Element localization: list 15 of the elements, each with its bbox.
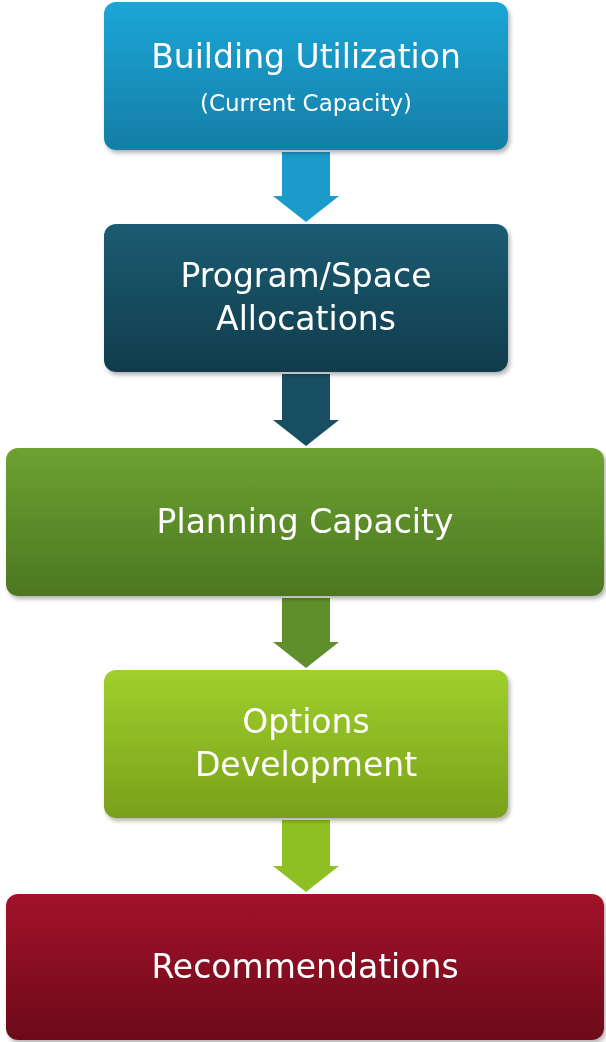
- process-box: [6, 448, 604, 596]
- box-title: Building Utilization: [151, 35, 461, 78]
- process-box: [104, 670, 508, 818]
- box-title: Program/Space Allocations: [179, 255, 433, 340]
- box-subtitle: (Current Capacity): [199, 90, 413, 117]
- process-box: [104, 224, 508, 372]
- arrow: [273, 374, 339, 446]
- arrow: [273, 152, 339, 222]
- process-box: [104, 2, 508, 150]
- box-title: Options Development: [193, 701, 419, 786]
- arrow: [273, 598, 339, 668]
- arrow: [273, 820, 339, 892]
- box-title: Planning Capacity: [156, 500, 454, 543]
- process-box: [6, 894, 604, 1040]
- box-title: Recommendations: [151, 945, 459, 988]
